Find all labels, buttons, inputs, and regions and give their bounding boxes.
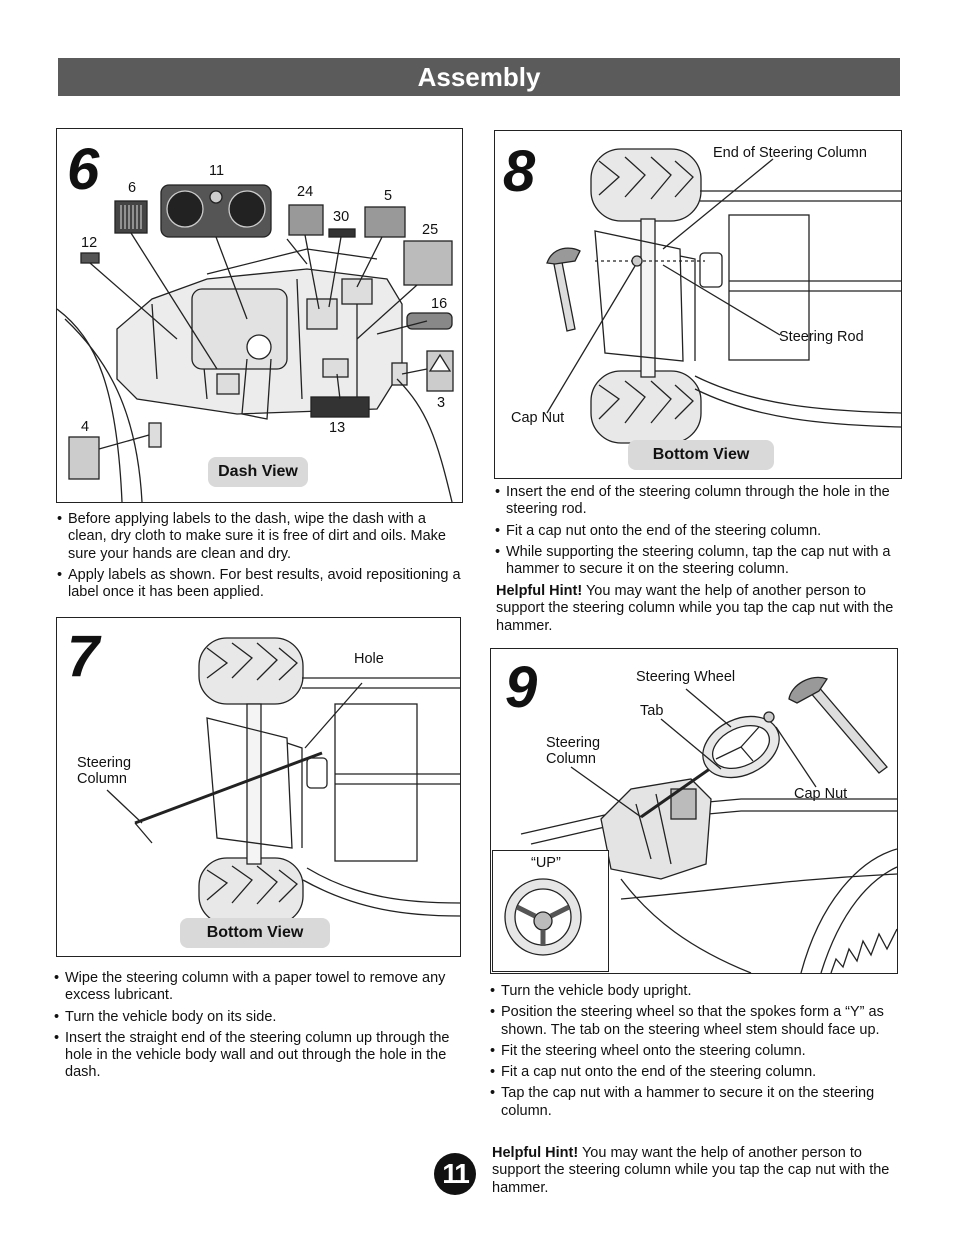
steering-wheel-y-diagram — [504, 878, 582, 956]
instruction-item: Fit the steering wheel onto the steering… — [490, 1043, 900, 1061]
step-number: 6 — [67, 137, 100, 202]
callout-5: 5 — [384, 188, 393, 204]
callout-30: 30 — [333, 209, 350, 225]
step-7-instructions: Wipe the steering column with a paper to… — [54, 970, 459, 1086]
step-9-panel: 9 Steering Wheel Tab Steering Column Cap… — [490, 648, 898, 974]
step-6-instructions: Before applying labels to the dash, wipe… — [57, 511, 462, 605]
instruction-item: Apply labels as shown. For best results,… — [57, 567, 462, 602]
instruction-item: Wipe the steering column with a paper to… — [54, 970, 459, 1005]
callout-6: 6 — [128, 180, 137, 196]
instruction-item: Tap the cap nut with a hammer to secure … — [490, 1085, 900, 1120]
hint-text: You may want the help of another person … — [492, 1145, 890, 1196]
hint-label: Helpful Hint! — [492, 1145, 579, 1161]
bottom-view-illustration — [546, 148, 901, 444]
instruction-item: Turn the vehicle body on its side. — [54, 1009, 459, 1027]
label-cap-nut: Cap Nut — [794, 786, 848, 802]
hint-label: Helpful Hint! — [496, 583, 583, 599]
step-8-instructions: Insert the end of the steering column th… — [495, 484, 905, 582]
instruction-item: Insert the end of the steering column th… — [495, 484, 905, 519]
hint-text: You may want the help of another person … — [496, 583, 894, 634]
helpful-hint: Helpful Hint! You may want the help of a… — [492, 1145, 892, 1197]
label-hole: Hole — [354, 651, 384, 667]
bottom-view-illustration — [106, 637, 460, 925]
dash-illustration — [57, 184, 454, 502]
section-title: Assembly — [58, 58, 900, 96]
label-cap-nut: Cap Nut — [511, 410, 565, 426]
step-7-panel: 7 Hole Steering Column Bottom View — [56, 617, 461, 957]
instruction-item: Turn the vehicle body upright. — [490, 983, 900, 1001]
callout-12: 12 — [81, 235, 98, 251]
view-label: Bottom View — [180, 918, 330, 948]
label-up: “UP” — [531, 855, 561, 871]
callout-24: 24 — [297, 184, 314, 200]
step-9-instructions: Turn the vehicle body upright. Position … — [490, 983, 900, 1124]
step-number: 7 — [67, 624, 100, 689]
callout-4: 4 — [81, 419, 90, 435]
instruction-item: Before applying labels to the dash, wipe… — [57, 511, 462, 563]
view-label: Dash View — [208, 457, 308, 487]
wheel-orientation-inset: “UP” — [492, 850, 609, 972]
label-steering-column: Steering Column — [77, 755, 132, 787]
step-8-panel: 8 End of Steering Column Steering Rod Ca… — [494, 130, 902, 479]
label-steering-wheel: Steering Wheel — [636, 669, 736, 685]
label-end-of-steering-column: End of Steering Column — [713, 145, 867, 161]
label-steering-rod: Steering Rod — [779, 329, 864, 345]
instruction-item: Fit a cap nut onto the end of the steeri… — [495, 523, 905, 541]
page-number: 11 — [434, 1153, 476, 1195]
callout-13: 13 — [329, 420, 346, 436]
step-6-panel: 6 11 6 24 30 5 25 12 16 3 4 13 Dash View — [56, 128, 463, 503]
step-number: 9 — [505, 655, 538, 720]
callout-25: 25 — [422, 222, 439, 238]
instruction-item: Fit a cap nut onto the end of the steeri… — [490, 1064, 900, 1082]
step-number: 8 — [503, 139, 536, 204]
helpful-hint: Helpful Hint! You may want the help of a… — [496, 583, 896, 635]
instruction-item: While supporting the steering column, ta… — [495, 544, 905, 579]
steering-wheel-illustration — [520, 676, 897, 973]
view-label: Bottom View — [628, 440, 774, 470]
label-tab: Tab — [640, 703, 664, 719]
instruction-item: Insert the straight end of the steering … — [54, 1030, 459, 1082]
label-steering-column: Steering Column — [546, 735, 601, 767]
instruction-item: Position the steering wheel so that the … — [490, 1004, 900, 1039]
callout-16: 16 — [431, 296, 448, 312]
callout-3: 3 — [437, 395, 446, 411]
callout-11: 11 — [209, 163, 225, 179]
